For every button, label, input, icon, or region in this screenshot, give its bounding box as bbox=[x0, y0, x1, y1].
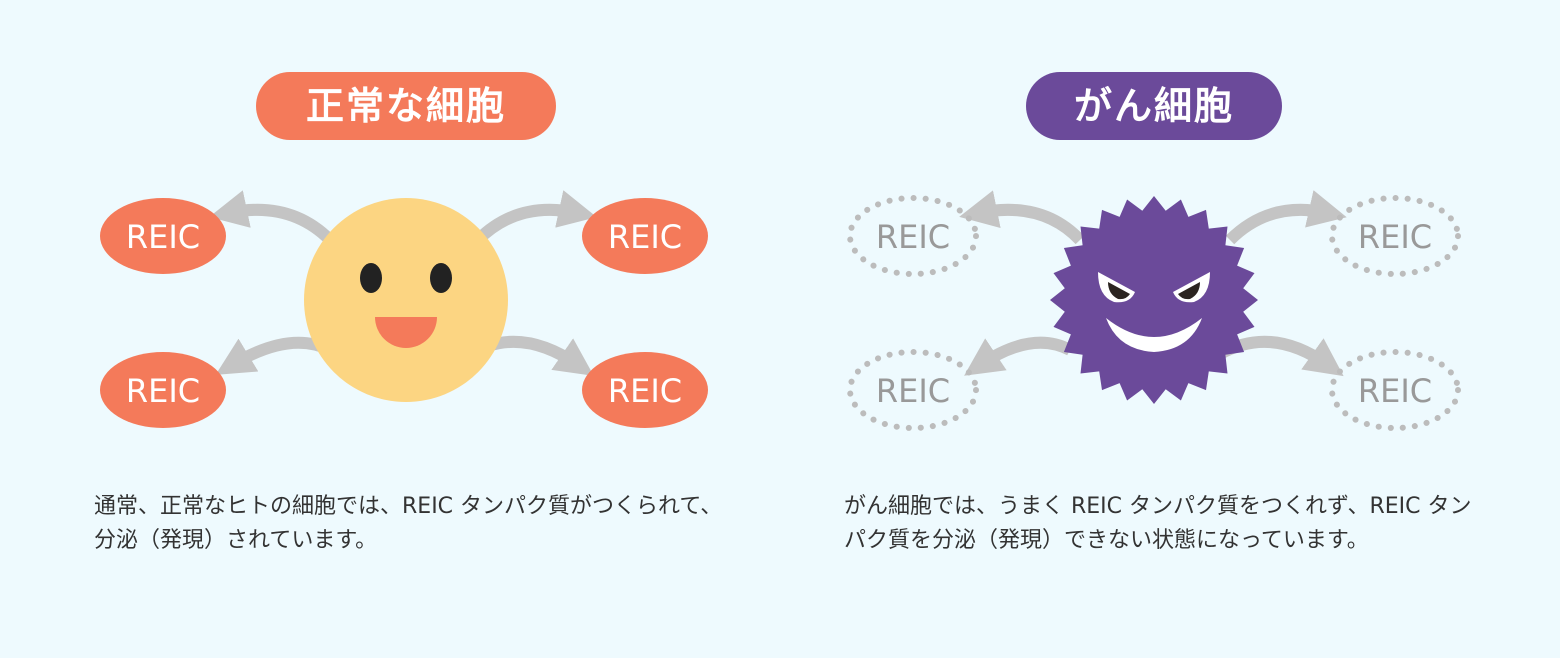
reic-label: REIC bbox=[126, 218, 200, 256]
normal-cell-mouth bbox=[375, 317, 437, 348]
reic-label: REIC bbox=[876, 372, 950, 410]
reic-label: REIC bbox=[126, 372, 200, 410]
reic-label: REIC bbox=[1358, 218, 1432, 256]
normal-cell-left-eye bbox=[360, 263, 382, 293]
reic-label: REIC bbox=[1358, 372, 1432, 410]
cancer-cell-body bbox=[1050, 196, 1258, 404]
normal-cell-description: 通常、正常なヒトの細胞では、REIC タンパク質がつくられて、分泌（発現）されて… bbox=[94, 494, 723, 553]
arrow-top-right bbox=[473, 190, 597, 245]
normal-cell-panel: 正常な細胞 REIC REIC REIC bbox=[94, 72, 723, 553]
inactive-reic-top-right: REIC bbox=[1329, 195, 1461, 277]
reic-bubble-bottom-left: REIC bbox=[100, 352, 226, 428]
normal-cell-right-eye bbox=[430, 263, 452, 293]
cancer-cell-title: がん細胞 bbox=[1026, 72, 1282, 140]
inactive-reic-bottom-left: REIC bbox=[847, 349, 979, 431]
normal-cell-illustration: REIC REIC REIC REIC bbox=[100, 190, 708, 428]
cancer-cell-right-pupil bbox=[1178, 282, 1200, 300]
cancer-cell-left-pupil bbox=[1108, 282, 1130, 300]
reic-label: REIC bbox=[608, 218, 682, 256]
reic-bubble-bottom-right: REIC bbox=[582, 352, 708, 428]
reic-label: REIC bbox=[608, 372, 682, 410]
arrow-top-right bbox=[1225, 190, 1347, 245]
normal-cell-body bbox=[304, 198, 508, 402]
arrow-top-left bbox=[959, 190, 1085, 245]
reic-bubble-top-left: REIC bbox=[100, 198, 226, 274]
normal-cell-title: 正常な細胞 bbox=[256, 72, 556, 140]
cancer-cell-description: がん細胞では、うまく REIC タンパク質をつくれず、REIC タンパク質を分泌… bbox=[844, 494, 1472, 553]
inactive-reic-bottom-right: REIC bbox=[1329, 349, 1461, 431]
arrow-top-left bbox=[209, 190, 335, 245]
cancer-cell-illustration: REIC REIC REIC REIC bbox=[847, 190, 1461, 431]
arrow-bottom-left bbox=[964, 336, 1073, 376]
cancer-cell-panel: がん細胞 REIC REIC REIC bbox=[780, 0, 1560, 658]
reic-label: REIC bbox=[876, 218, 950, 256]
cancer-cell-grin bbox=[1106, 318, 1202, 352]
reic-bubble-top-right: REIC bbox=[582, 198, 708, 274]
inactive-reic-top-left: REIC bbox=[847, 195, 979, 277]
